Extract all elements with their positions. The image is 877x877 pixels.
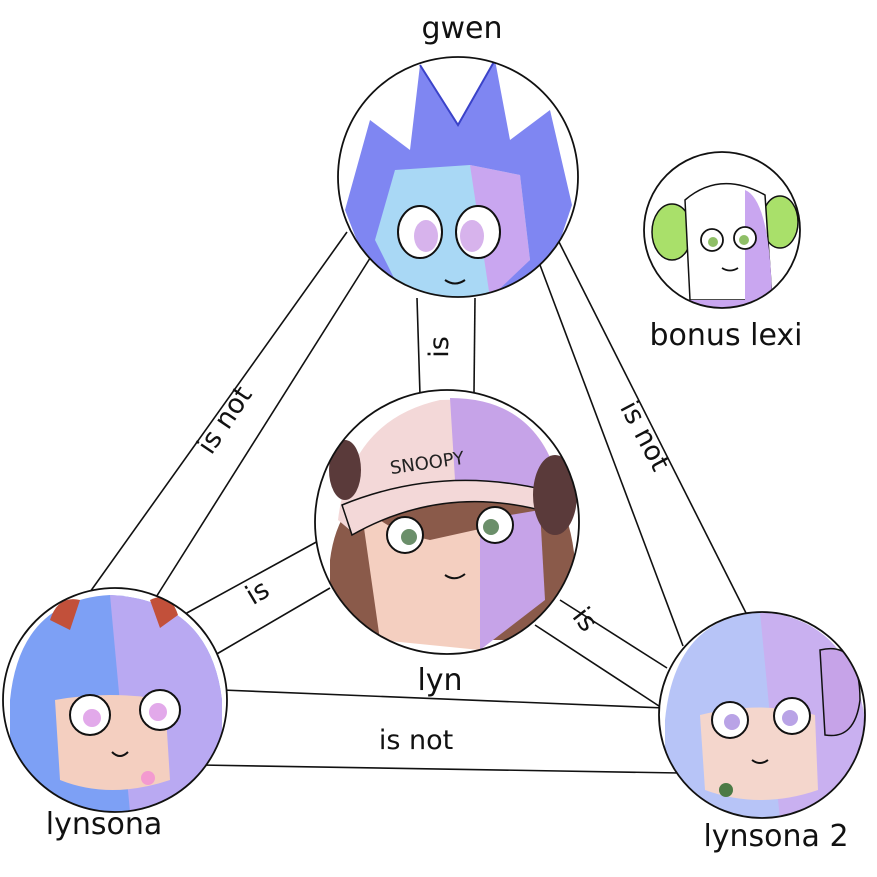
node-label-gwen: gwen (421, 11, 502, 46)
edge-label-gwen-lyn: is (424, 336, 455, 358)
gwen-portrait-icon (345, 59, 572, 297)
node-lynsona: lynsona (2, 587, 228, 842)
edge-gwen-lyn (416, 297, 476, 396)
edge-label-lynsona-lynsona2: is not (379, 725, 453, 756)
edge-lyn-lynsona2 (534, 599, 668, 709)
node-label-lynsona2: lynsona 2 (703, 819, 848, 854)
node-lyn: SNOOPY lyn (314, 389, 580, 698)
edge-lynsona-lynsona2 (199, 689, 681, 774)
lexi-portrait-icon (651, 183, 799, 308)
node-lexi: bonus lexi (643, 151, 803, 353)
node-lynsona2: lynsona 2 (658, 611, 866, 854)
lynsona-portrait-icon (10, 595, 222, 812)
edge-label-gwen-lynsona2: is not (613, 396, 675, 476)
edge-label-lyn-lynsona: is (240, 574, 274, 612)
edge-label-gwen-lynsona: is not (191, 381, 258, 460)
edge-lyn-lynsona (184, 539, 331, 656)
lynsona2-portrait-icon (665, 612, 865, 818)
edge-gwen-lynsona2 (539, 239, 747, 647)
edge-gwen-lynsona (89, 231, 373, 603)
node-label-lyn: lyn (417, 663, 462, 698)
node-gwen: gwen (337, 11, 579, 298)
node-label-lynsona: lynsona (46, 807, 162, 842)
lyn-portrait-icon (329, 398, 577, 650)
node-label-lexi: bonus lexi (650, 318, 803, 353)
